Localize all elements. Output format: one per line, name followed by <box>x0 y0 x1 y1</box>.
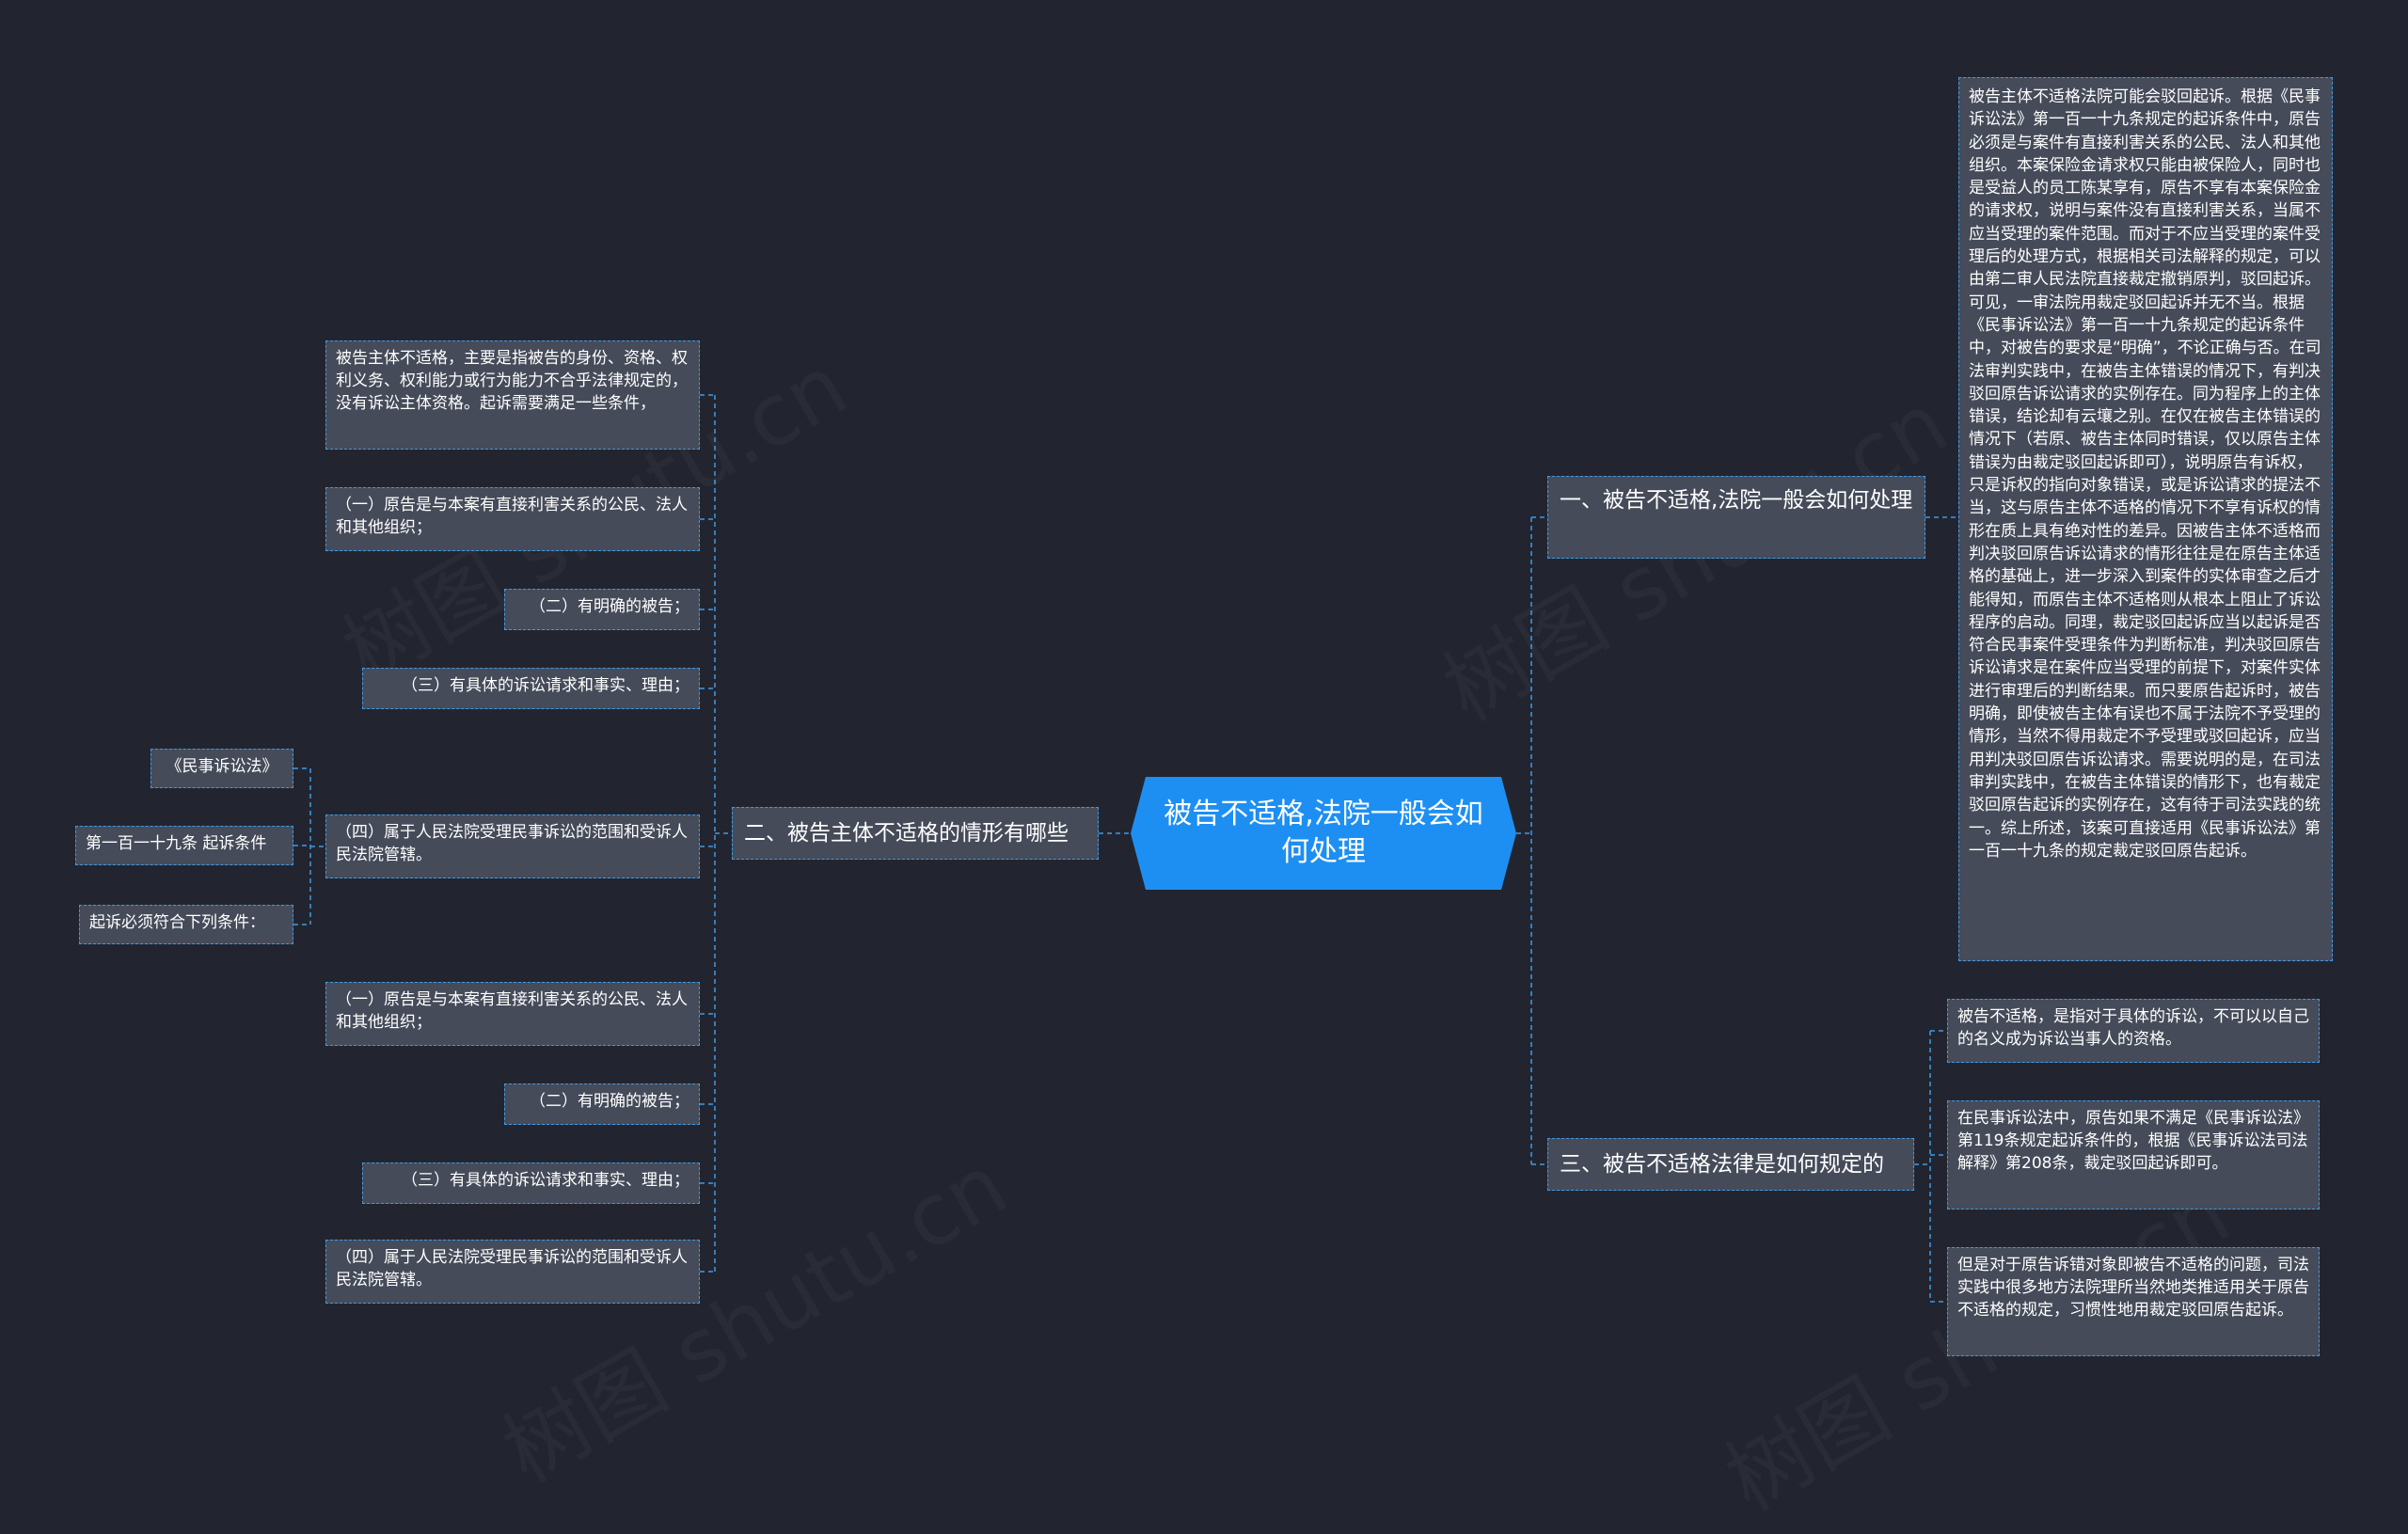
branch-how-court-handles[interactable]: 一、被告不适格,法院一般会如何处理 <box>1547 476 1925 559</box>
leaf-judicial-practice[interactable]: 但是对于原告诉错对象即被告不适格的问题，司法实践中很多地方法院理所当然地类推适用… <box>1947 1247 2320 1356</box>
leaf-civil-procedure-law[interactable]: 《民事诉讼法》 <box>150 749 293 788</box>
leaf-definition[interactable]: 被告主体不适格，主要是指被告的身份、资格、权利义务、权利能力或行为能力不合乎法律… <box>325 340 700 450</box>
leaf-condition-1a[interactable]: （一）原告是与本案有直接利害关系的公民、法人和其他组织； <box>325 487 700 551</box>
leaf-article-119[interactable]: 第一百一十九条 起诉条件 <box>75 826 293 865</box>
branch-legal-provisions[interactable]: 三、被告不适格法律是如何规定的 <box>1547 1138 1914 1191</box>
leaf-must-meet-conditions[interactable]: 起诉必须符合下列条件： <box>79 905 293 944</box>
branch-situations[interactable]: 二、被告主体不适格的情形有哪些 <box>732 807 1099 860</box>
connector-lines <box>293 394 1958 1303</box>
leaf-condition-2b[interactable]: （二）有明确的被告； <box>504 1083 700 1125</box>
leaf-condition-3b[interactable]: （三）有具体的诉讼请求和事实、理由； <box>362 1162 700 1204</box>
center-topic[interactable]: 被告不适格,法院一般会如何处理 <box>1131 777 1516 890</box>
leaf-unqualified-definition[interactable]: 被告不适格，是指对于具体的诉讼，不可以以自己的名义成为诉讼当事人的资格。 <box>1947 999 2320 1063</box>
leaf-condition-1b[interactable]: （一）原告是与本案有直接利害关系的公民、法人和其他组织； <box>325 982 700 1046</box>
leaf-condition-2a[interactable]: （二）有明确的被告； <box>504 589 700 630</box>
leaf-civil-procedure-rule[interactable]: 在民事诉讼法中，原告如果不满足《民事诉讼法》第119条规定起诉条件的，根据《民事… <box>1947 1100 2320 1210</box>
leaf-court-handling-detail[interactable]: 被告主体不适格法院可能会驳回起诉。根据《民事诉讼法》第一百一十九条规定的起诉条件… <box>1958 77 2333 961</box>
leaf-condition-4a[interactable]: （四）属于人民法院受理民事诉讼的范围和受诉人民法院管辖。 <box>325 814 700 878</box>
leaf-condition-3a[interactable]: （三）有具体的诉讼请求和事实、理由； <box>362 668 700 709</box>
mindmap-canvas: 树图 shutu.cn 树图 shutu.cn 树图 shutu.cn 树图 s… <box>75 77 2333 1356</box>
leaf-condition-4b[interactable]: （四）属于人民法院受理民事诉讼的范围和受诉人民法院管辖。 <box>325 1240 700 1304</box>
